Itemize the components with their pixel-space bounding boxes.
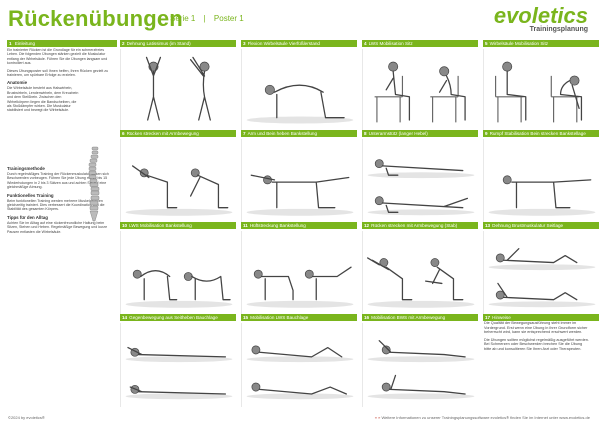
exercise-number: 4 xyxy=(364,41,367,46)
exercise-label: LWS Mobilisation Sitz xyxy=(368,41,413,46)
footer-copyright: ©2024 by evoletics® xyxy=(8,415,45,420)
exercise-label: Dehnung Latissimus (im Stand) xyxy=(126,41,191,46)
exercise-number: 10 xyxy=(122,223,128,228)
exercise-illustration-7 xyxy=(241,139,358,223)
poster-number: Poster 1 xyxy=(213,14,244,23)
footer-text: Weitere Informationen zu unserer Trainin… xyxy=(381,415,590,420)
exercise-illustration-2 xyxy=(120,49,237,133)
exercise-number: 17 xyxy=(485,315,491,320)
exercise-number: 15 xyxy=(243,315,249,320)
exercise-label: Unterarmstütz (langer Hebel) xyxy=(368,131,428,136)
exercise-number: 8 xyxy=(364,131,367,136)
text-column: Ein trainierter Rücken ist die Grundlage… xyxy=(7,48,115,412)
footer-info: » » Weitere Informationen zu unserer Tra… xyxy=(375,415,590,420)
exercise-number: 14 xyxy=(122,315,128,320)
exercise-number: 13 xyxy=(485,223,491,228)
exercise-label: Mobilisation LWS Bauchlage xyxy=(250,315,309,320)
exercise-label: Mobilisation BWS mit Armbewegung xyxy=(371,315,446,320)
intro-number: 1 xyxy=(9,41,12,46)
exercise-illustration-8 xyxy=(362,139,479,223)
footer-arrows: » » xyxy=(374,415,381,420)
intro-text: Ein trainierter Rücken ist die Grundlage… xyxy=(7,48,108,66)
exercise-label: Hinweise xyxy=(492,315,511,320)
exercise-label: Wirbelsäule Mobilisation Sitz xyxy=(489,41,549,46)
exercise-label: Rumpf Stabilisation Bein strecken Bankst… xyxy=(489,131,586,136)
logo-wordmark: evoletics xyxy=(493,3,588,28)
exercise-label: Hüftstreckung Bankstellung xyxy=(249,223,306,228)
exercise-illustration-13 xyxy=(483,231,600,315)
exercise-number: 9 xyxy=(485,131,488,136)
exercise-label: Rücken strecken mit Armbewegung xyxy=(126,131,199,136)
tips-paragraph-2: Die Übungen sollten möglichst regelmäßig… xyxy=(484,337,589,351)
exercise-illustration-5 xyxy=(483,49,600,133)
exercise-number: 5 xyxy=(485,41,488,46)
intro-header: 1 Einleitung xyxy=(7,40,117,47)
exercise-illustration-9 xyxy=(483,139,600,223)
exercise-illustration-10 xyxy=(120,231,237,315)
everyday-text: Achten Sie im Alltag auf eine rückenfreu… xyxy=(7,220,108,234)
everyday-heading: Tipps für den Alltag xyxy=(7,214,48,220)
exercise-number: 12 xyxy=(364,223,370,228)
functional-heading: Funktionelles Training xyxy=(7,192,54,198)
functional-text: Beim funktionellen Training werden mehre… xyxy=(7,198,105,212)
tips-paragraph-1: Die Qualität der Bewegungsausführung ste… xyxy=(484,321,588,335)
series-number: Serie 1 xyxy=(170,14,196,23)
exercise-illustration-6 xyxy=(120,139,237,223)
exercise-label: Arm und Bein heben Bankstellung xyxy=(247,131,318,136)
exercise-illustration-14 xyxy=(120,323,237,407)
intro-label: Einleitung xyxy=(14,41,36,46)
method-heading: Trainingsmethode xyxy=(7,165,45,171)
exercise-number: 3 xyxy=(243,41,246,46)
exercise-label: LWS Mobilisation Bankstellung xyxy=(129,223,192,228)
exercise-number: 7 xyxy=(243,131,246,136)
exercise-number: 2 xyxy=(122,41,125,46)
intro-text-2: Dieses Übungsposter soll Ihnen helfen, I… xyxy=(7,68,109,78)
exercise-illustration-4 xyxy=(362,49,479,133)
method-text: Durch regelmäßiges Training der Rückenmu… xyxy=(7,171,109,190)
exercise-illustration-3 xyxy=(241,49,358,133)
series-separator: | xyxy=(203,14,206,23)
exercise-label: Flexion Wirbelsäule Vierfüßlerstand xyxy=(247,41,320,46)
exercise-illustration-11 xyxy=(241,231,358,315)
exercise-illustration-16 xyxy=(362,323,479,407)
exercise-label: Rücken strecken mit Armbewegung (Stab) xyxy=(371,223,458,228)
anatomy-text: Die Wirbelsäule besteht aus Halswirbeln,… xyxy=(7,86,79,113)
page-title: Rückenübungen xyxy=(8,6,183,31)
exercise-label: Dehnung Brustmuskulatur Seitlage xyxy=(492,223,564,228)
exercise-illustration-12 xyxy=(362,231,479,315)
exercise-illustration-15 xyxy=(241,323,358,407)
tips-text: Die Qualität der Bewegungsausführung ste… xyxy=(484,321,590,411)
spine-illustration xyxy=(88,146,100,222)
logo-subtitle: Trainingsplanung xyxy=(529,26,588,33)
exercise-number: 16 xyxy=(364,315,370,320)
exercise-label: Gegenbewegung aus Seitheben Bauchlage xyxy=(129,315,218,320)
logo: evoletics Trainingsplanung xyxy=(493,3,588,34)
series-label: Serie 1 | Poster 1 xyxy=(170,14,250,23)
exercise-number: 11 xyxy=(243,223,248,228)
anatomy-heading: Anatomie xyxy=(7,80,28,86)
exercise-number: 6 xyxy=(122,131,125,136)
